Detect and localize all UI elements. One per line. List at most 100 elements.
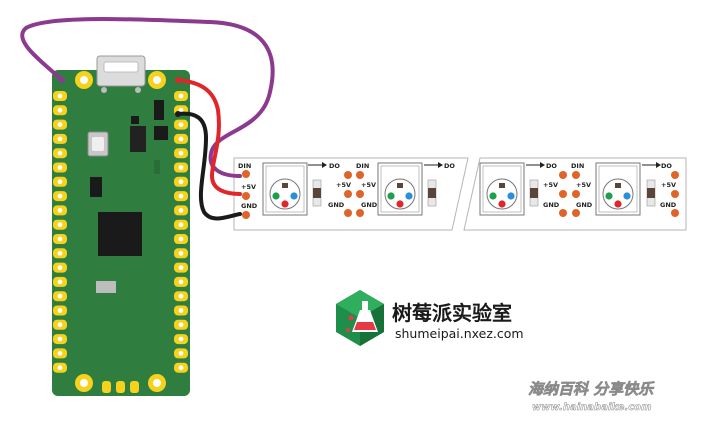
inductor: [154, 126, 168, 140]
logo-title: 树莓派实验室: [392, 301, 512, 325]
vcc-label: +5V: [576, 181, 591, 189]
small-chip: [131, 116, 139, 124]
gnd-label: GND: [660, 201, 677, 209]
pico-board: [52, 55, 190, 396]
do-label: DO: [329, 162, 340, 170]
gpio-pad-hole: [178, 179, 184, 185]
bootsel-button-cap: [92, 137, 104, 151]
gpio-pad-hole: [57, 193, 63, 199]
usb-port: [96, 55, 146, 93]
rp2040-chip: [98, 212, 142, 256]
regulator: [154, 100, 164, 120]
gpio-pad-hole: [57, 136, 63, 142]
gnd-label: GND: [328, 201, 345, 209]
led-strip: DIN +5V GND DO DO DO DO +5V GND DIN: [233, 157, 687, 231]
gpio-pad-hole: [178, 165, 184, 170]
gpio-pad-hole: [178, 265, 184, 270]
led-indicator: [96, 281, 116, 293]
do-label: DO: [444, 162, 455, 170]
crystal: [90, 177, 102, 197]
gpio-pad-hole: [178, 308, 184, 313]
gpio-pad-hole: [178, 279, 184, 285]
gpio-pad-hole: [57, 222, 63, 228]
power-wire: [176, 78, 242, 196]
din-label: DIN: [571, 162, 584, 170]
led-chip: [262, 162, 308, 216]
strip-pads: [242, 170, 679, 219]
strip-junction: +5V GND DIN +5V GND: [543, 162, 593, 209]
gpio-pad-hole: [178, 351, 184, 356]
strip-junction: +5V GND DIN +5V GND: [328, 162, 378, 209]
watermark: 海纳百科 分享快乐 www.hainabaike.com: [528, 380, 656, 414]
watermark-url: www.hainabaike.com: [532, 402, 651, 413]
strip-capacitors: [312, 179, 656, 207]
gpio-pad-hole: [178, 222, 184, 228]
gpio-pad-hole: [178, 336, 184, 342]
gpio-pad-hole: [178, 93, 184, 99]
logo: 树莓派实验室 shumeipai.nxez.com: [336, 290, 524, 346]
do-label: DO: [546, 162, 557, 170]
led-chip: [595, 162, 641, 216]
gpio-pad-hole: [178, 250, 184, 256]
do-label: DO: [661, 162, 672, 170]
gpio-pad-hole: [178, 193, 184, 199]
gpio-pad-hole: [57, 365, 63, 371]
strip-vcc-label: +5V: [241, 183, 256, 191]
gpio-pad-hole: [178, 150, 184, 156]
gpio-pad-hole: [57, 336, 63, 342]
din-label: DIN: [356, 162, 369, 170]
mounting-holes: [75, 71, 166, 392]
flask-icon: [336, 290, 384, 346]
flash-chip: [130, 126, 146, 152]
gpio-pad-hole: [178, 107, 184, 113]
gpio-pad-hole: [57, 279, 63, 285]
gpio-pad-hole: [57, 165, 63, 170]
vcc-label: +5V: [661, 181, 676, 189]
gpio-pad-hole: [57, 308, 63, 313]
do-arrow: DO: [526, 162, 557, 170]
ground-wire: [176, 111, 242, 221]
vcc-label: +5V: [361, 181, 376, 189]
gpio-pad-hole: [57, 293, 63, 299]
gpio-pad-hole: [178, 293, 184, 299]
strip-din-label: DIN: [238, 162, 251, 170]
gpio-pad-hole: [57, 236, 63, 242]
left-gpio-pads: [53, 91, 67, 373]
strip-end: +5V GND: [660, 181, 677, 209]
gpio-pad-hole: [57, 322, 63, 328]
gpio-pad-hole: [178, 208, 184, 213]
do-arrow: DO: [642, 162, 672, 170]
logo-url: shumeipai.nxez.com: [395, 326, 524, 341]
gpio-pad-hole: [178, 122, 184, 127]
trace-box: [154, 160, 160, 174]
gnd-label: GND: [543, 201, 560, 209]
gpio-pad-hole: [178, 236, 184, 242]
gpio-pad-hole: [57, 250, 63, 256]
led-chip: [377, 162, 423, 216]
watermark-title: 海纳百科 分享快乐: [528, 380, 655, 398]
led-chip: [479, 162, 525, 216]
gpio-pad-hole: [57, 150, 63, 156]
do-arrow: DO: [424, 162, 455, 170]
gpio-pad-hole: [57, 107, 63, 113]
debug-pads: [102, 381, 139, 393]
do-arrow: DO: [308, 162, 340, 170]
data-wire: [20, 17, 275, 178]
gnd-label: GND: [361, 201, 378, 209]
gpio-pad-hole: [57, 351, 63, 356]
right-gpio-pads: [174, 91, 188, 373]
wires: [20, 17, 275, 221]
strip-gnd-label: GND: [241, 202, 258, 210]
gpio-pad-hole: [178, 365, 184, 371]
vcc-label: +5V: [336, 181, 351, 189]
gpio-pad-hole: [57, 208, 63, 213]
gpio-pad-hole: [57, 122, 63, 127]
gpio-pad-hole: [57, 93, 63, 99]
gpio-pad-hole: [57, 265, 63, 270]
gpio-pad-hole: [178, 136, 184, 142]
gnd-label: GND: [576, 201, 593, 209]
vcc-label: +5V: [543, 181, 558, 189]
gpio-pad-hole: [178, 322, 184, 328]
gpio-pad-hole: [57, 179, 63, 185]
